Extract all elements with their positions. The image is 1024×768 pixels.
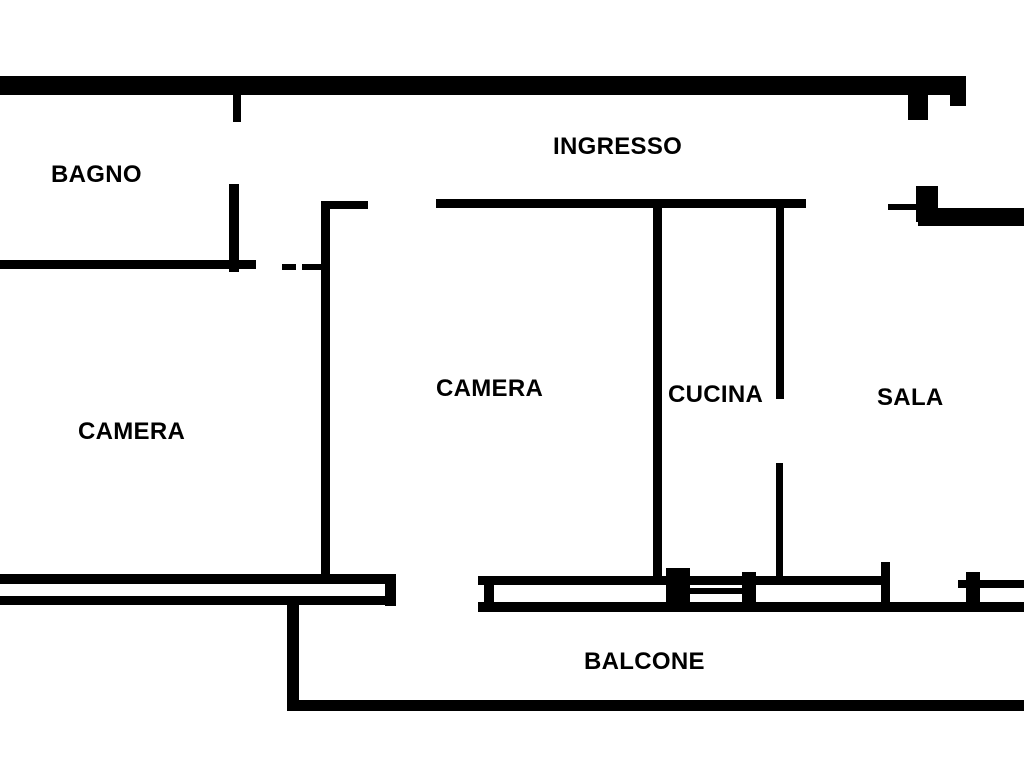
room-label-cucina: CUCINA [668,381,764,408]
wall-camera-top-left [326,201,368,209]
wall-top [0,76,964,95]
wall-bagno-dash-2 [302,264,324,270]
wall-bottom-right-jamb [966,572,980,612]
wall-balcone-bottom [287,700,1024,711]
wall-bottom-mid-strip [690,588,746,594]
wall-bottom-right-outer [958,580,1024,588]
wall-balcone-left [287,598,299,710]
room-label-balcone: BALCONE [584,648,705,675]
wall-camera-cucina [653,205,662,577]
wall-top-end-post [908,76,928,120]
room-label-bagno: BAGNO [51,161,142,188]
wall-cucina-sala-upper [776,205,784,399]
wall-bagno-bottom [0,260,256,269]
room-label-camera-left: CAMERA [78,418,186,445]
wall-bagno-dash-1 [282,264,296,270]
wall-bagno-vertical [229,184,239,272]
wall-bottom-mid-post-2 [742,572,756,612]
wall-top-end-cap [950,76,966,106]
wall-right-upper-thin [888,204,920,210]
wall-bottom-left-inner [0,596,392,605]
room-label-ingresso: INGRESSO [553,133,683,160]
wall-bottom-mid-jamb-right [881,562,890,612]
wall-bottom-mid-post-1 [666,568,690,610]
wall-bottom-left-outer [0,574,392,584]
wall-right-upper [918,208,1024,226]
wall-cucina-sala-lower [776,463,783,581]
wall-right-upper-post [916,186,938,222]
wall-camera-left [321,201,330,579]
wall-top-small-mark [233,90,241,122]
room-label-sala: SALA [877,384,944,411]
wall-bottom-mid-jamb-left [484,576,494,612]
wall-bottom-left-jamb [385,574,396,606]
room-label-camera-center: CAMERA [436,375,544,402]
wall-corridor-top [436,199,806,208]
